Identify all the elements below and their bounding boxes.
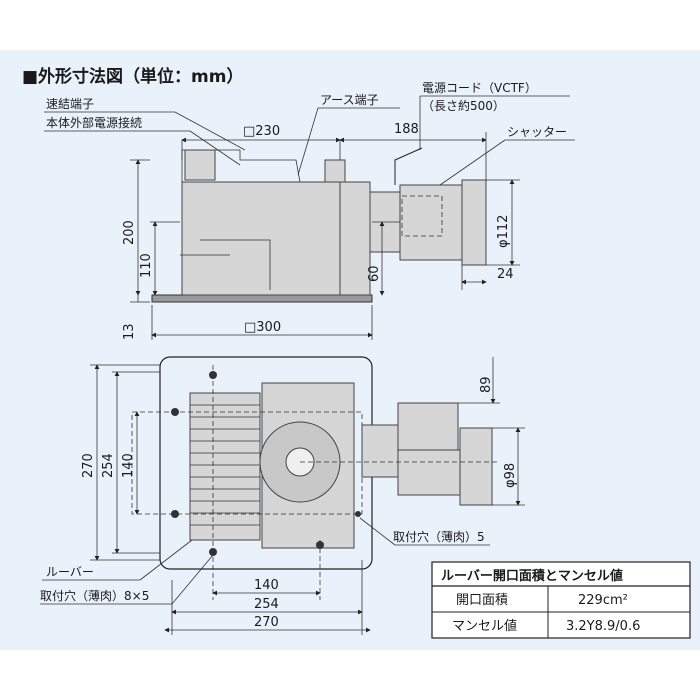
spec-row-value: 3.2Y8.9/0.6 — [566, 619, 640, 634]
dim-13: 13 — [122, 323, 137, 340]
dim-270-h: 270 — [254, 615, 279, 630]
label-mount-hole-8x5: 取付穴（薄肉）8×5 — [40, 588, 149, 603]
label-external-power: 本体外部電源接続 — [46, 115, 142, 130]
dim-254-v: 254 — [101, 453, 116, 478]
drawing-title: ■外形寸法図（単位：mm） — [22, 66, 244, 87]
duct-connector — [361, 424, 399, 478]
side-view: □230 188 200 110 13 □300 φ112 60 — [44, 81, 575, 340]
power-box — [397, 402, 459, 451]
spec-table: ルーバー開口面積とマンセル値 開口面積 229cm² マンセル値 3.2Y8.9… — [431, 561, 691, 639]
spec-table-header: ルーバー開口面積とマンセル値 — [441, 568, 623, 584]
shutter-outline — [401, 195, 443, 237]
dim-110: 110 — [139, 253, 154, 278]
dim-270-v: 270 — [81, 453, 96, 478]
dim-sq230: □230 — [243, 124, 280, 139]
mount-hole — [171, 510, 179, 518]
label-connect-terminal: 速結端子 — [46, 97, 94, 111]
top-view: 270 254 140 89 φ98 140 254 270 ルーバー 取 — [40, 356, 525, 635]
unit-internal-lines — [180, 239, 271, 290]
dim-phi98: φ98 — [503, 463, 518, 488]
label-power-cord: 電源コード（VCTF） — [422, 81, 537, 95]
dim-89: 89 — [479, 376, 494, 393]
dim-60: 60 — [367, 265, 382, 282]
spec-row-label: マンセル値 — [452, 618, 517, 634]
label-earth-terminal: アース端子 — [320, 93, 379, 107]
label-mount-hole-5: 取付穴（薄肉）5 — [393, 529, 485, 544]
spec-row-label: 開口面積 — [456, 593, 508, 608]
power-cord-line — [394, 147, 423, 185]
duct-outlet — [459, 427, 493, 506]
label-louver: ルーバー — [46, 565, 94, 579]
dim-140-h: 140 — [254, 578, 279, 593]
dim-140-v: 140 — [121, 453, 136, 478]
duct-adapter-top — [397, 449, 461, 496]
duct-flange — [339, 181, 371, 296]
dim-254-h: 254 — [254, 597, 279, 612]
dim-188: 188 — [394, 122, 419, 137]
label-cord-length: （長さ約500） — [422, 98, 505, 113]
terminal-block — [184, 149, 216, 181]
louver-slats — [190, 404, 260, 526]
louver-grille — [189, 392, 261, 541]
shutter-box — [461, 179, 487, 266]
unit-body — [181, 181, 341, 296]
dim-200: 200 — [122, 220, 137, 245]
dim-phi112: φ112 — [496, 215, 511, 248]
spec-row-value: 229cm² — [578, 593, 628, 608]
label-shutter: シャッター — [507, 125, 567, 139]
dim-sq300: □300 — [244, 320, 281, 335]
earth-terminal-block — [324, 159, 346, 183]
ceiling-panel — [151, 294, 373, 303]
dim-24: 24 — [497, 267, 514, 282]
